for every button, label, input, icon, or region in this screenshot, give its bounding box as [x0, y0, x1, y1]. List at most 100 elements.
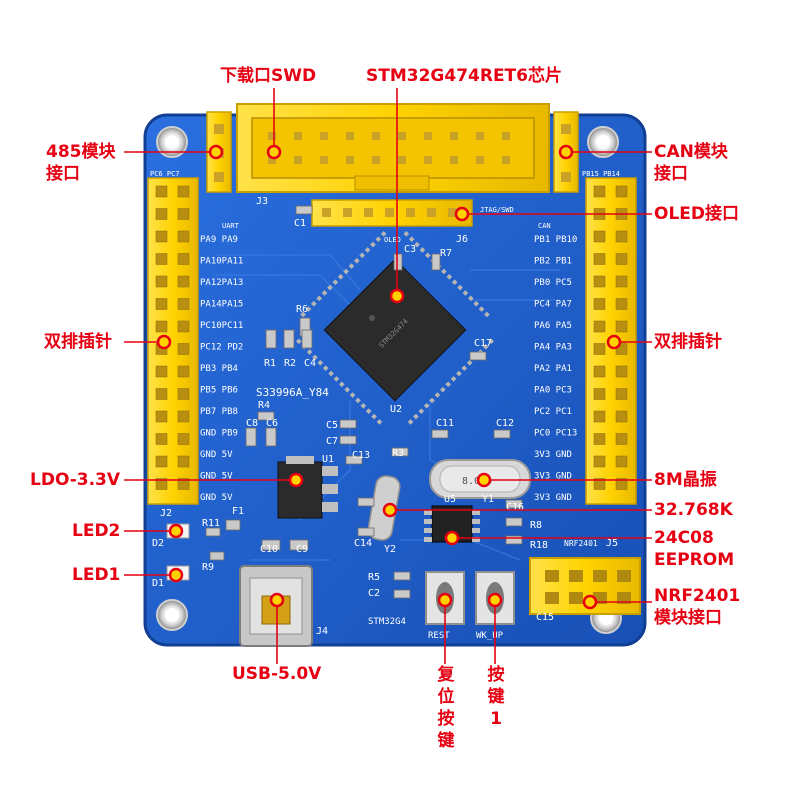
silk-r4: R4: [258, 400, 270, 411]
header-pin: [177, 478, 190, 490]
ldo-regulator: [277, 456, 338, 519]
header-pin: [177, 455, 190, 468]
right-pin-label: PA0 PC3: [534, 386, 572, 396]
header-pin: [177, 253, 190, 265]
chip-leg: [306, 349, 313, 355]
header-pin: [155, 388, 168, 400]
chip-leg: [333, 376, 340, 382]
chip-leg: [332, 279, 339, 286]
callout-eeprom-line2: EEPROM: [654, 550, 735, 570]
chip-leg: [484, 311, 490, 318]
silk-r3: R3: [392, 448, 404, 459]
swd-pin: [502, 156, 510, 164]
header-pin: [177, 320, 190, 333]
chip-leg: [467, 295, 474, 302]
silk-can: CAN: [538, 222, 551, 230]
header-pin: [155, 185, 168, 198]
right-pin-label: PC4 PA7: [534, 300, 572, 310]
silk-d2: D2: [152, 538, 164, 549]
silk-c15: C15: [536, 612, 554, 623]
callout-led1: LED1: [72, 565, 121, 585]
silk-f1: F1: [232, 506, 244, 517]
callout-nrf-line2: 模块接口: [654, 608, 722, 628]
header-pin: [615, 343, 628, 355]
chip-leg: [328, 370, 334, 377]
silk-pb-top-right: PB15 PB14: [582, 170, 620, 178]
silk-r1: R1: [264, 358, 276, 369]
header-pin: [593, 298, 606, 310]
header-pin: [615, 410, 628, 423]
swd-pin: [294, 132, 302, 140]
header-pin: [593, 455, 606, 468]
chip-leg: [457, 284, 463, 291]
silk-uart: UART: [222, 222, 240, 230]
silk-r8: R8: [530, 520, 542, 531]
swd-pin: [320, 132, 328, 140]
chip-leg: [321, 290, 328, 296]
swd-pin: [398, 132, 406, 140]
left-pin-label: GND 5V: [200, 472, 233, 482]
chip-leg: [473, 300, 480, 307]
oled-header: [311, 199, 473, 227]
chip-leg: [418, 408, 425, 415]
header-pin: [155, 410, 168, 423]
chip-leg: [344, 386, 351, 393]
chip-leg: [348, 263, 355, 269]
chip-leg: [343, 268, 349, 275]
chip-leg: [451, 279, 458, 286]
chip-leg: [419, 247, 426, 253]
silk-c8: C8: [246, 418, 258, 429]
silk-c2: C2: [368, 588, 380, 599]
silk-c9: C9: [296, 544, 308, 555]
right-pin-label: 3V3 GND: [534, 472, 572, 482]
header-pin: [615, 185, 628, 198]
chip-leg: [434, 392, 441, 398]
callout-leaders: [124, 88, 652, 664]
header-pin: [155, 208, 168, 220]
right-pin-label: PA6 PA5: [534, 321, 572, 331]
chip-leg: [327, 284, 333, 291]
right-pin-label: PB2 PB1: [534, 257, 572, 267]
silk-serial: S33996A_Y84: [256, 386, 329, 399]
silk-c11: C11: [436, 418, 454, 429]
header-pin: [593, 365, 606, 378]
header-pin: [155, 365, 168, 378]
callout-crystal-32k: 32.768K: [654, 500, 733, 520]
chip-leg: [349, 392, 356, 398]
swd-pin: [476, 156, 484, 164]
callout-can-line2: 接口: [654, 164, 688, 184]
silk-r11: R11: [202, 518, 220, 529]
chip-leg: [316, 295, 323, 302]
swd-pin: [502, 132, 510, 140]
chip-leg: [365, 408, 372, 415]
swd-pin: [320, 156, 328, 164]
callout-chip: STM32G474RET6芯片: [366, 66, 562, 86]
chip-leg: [371, 413, 377, 420]
header-pin: [177, 433, 190, 445]
silk-j3: J3: [256, 196, 268, 207]
header-pin: [593, 253, 606, 265]
chip-leg: [408, 236, 415, 243]
header-pin: [177, 275, 190, 288]
header-pin: [177, 410, 190, 423]
chip-leg: [380, 231, 387, 237]
header-pin: [593, 320, 606, 333]
silk-y1: Y1: [482, 494, 494, 505]
silk-y2: Y2: [384, 544, 396, 555]
swd-pin: [450, 156, 458, 164]
callout-eeprom-line1: 24C08: [654, 528, 714, 548]
silk-r9: R9: [202, 562, 214, 573]
header-pin: [615, 298, 628, 310]
silk-c16: C16: [506, 502, 524, 513]
oled-pin: [385, 208, 394, 217]
swd-pin: [424, 132, 432, 140]
mcu-chip: STM32G474: [296, 231, 494, 425]
silk-c7: C7: [326, 436, 338, 447]
swd-pin: [346, 132, 354, 140]
swd-pin: [372, 156, 380, 164]
chip-leg: [445, 381, 452, 388]
chip-leg: [375, 236, 382, 243]
header-pin: [155, 433, 168, 445]
header-pin: [593, 275, 606, 288]
